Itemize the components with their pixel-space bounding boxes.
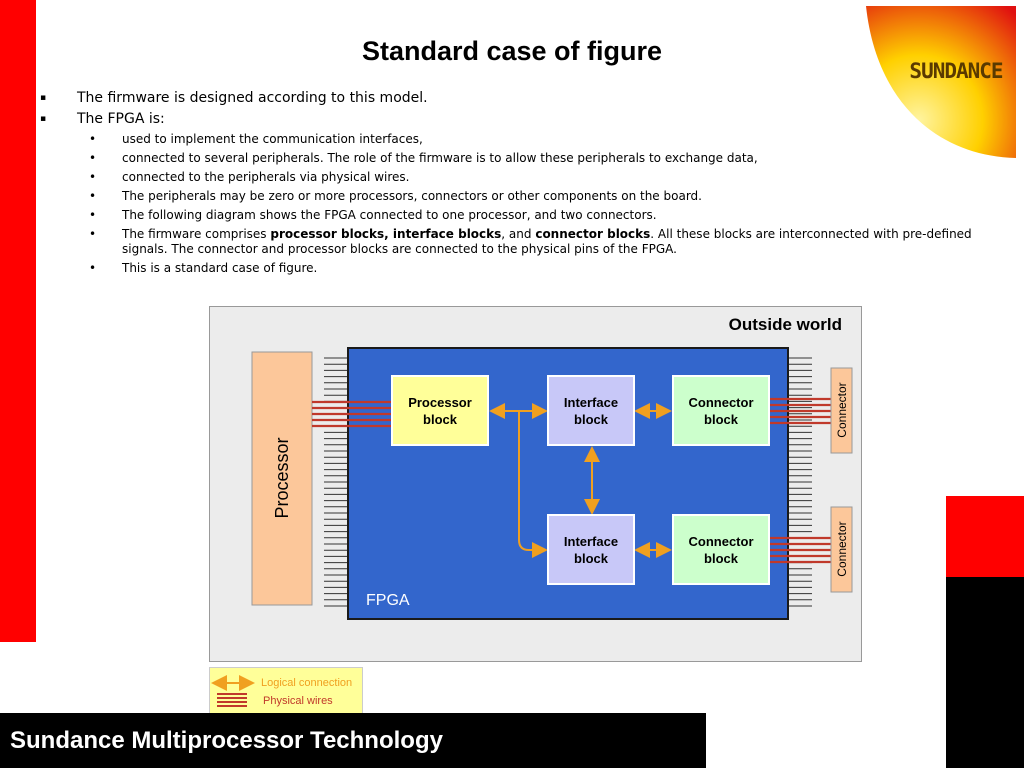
fpga-diagram: Outside world Processor FPGA Connector C… [209, 306, 862, 662]
fpga-label: FPGA [366, 592, 410, 609]
sub-bullet-item: •connected to several peripherals. The r… [89, 151, 758, 165]
processor-block [391, 375, 489, 446]
fpga-pins-left [324, 357, 348, 607]
legend-physical-label: Physical wires [263, 695, 333, 707]
svg-text:Processor: Processor [408, 395, 472, 410]
right-red-block [946, 496, 1024, 577]
right-black-block [946, 577, 1024, 768]
footer-text: Sundance Multiprocessor Technology [10, 726, 443, 754]
sub-bullet-item: •This is a standard case of figure. [89, 261, 318, 275]
legend-physical-swatch [217, 693, 247, 707]
svg-text:Interface: Interface [564, 395, 618, 410]
bullet-item: ▪The firmware is designed according to t… [40, 90, 428, 106]
outside-world-label: Outside world [729, 315, 842, 334]
connector-top-label: Connector [835, 382, 849, 437]
sub-bullet-item: •The firmware comprises processor blocks… [89, 227, 972, 256]
svg-text:Connector: Connector [689, 534, 754, 549]
slide-title: Standard case of figure [361, 36, 663, 66]
physical-wires [312, 397, 831, 564]
connector-bottom-label: Connector [835, 521, 849, 576]
interface-block-top [547, 375, 635, 446]
connector-bottom [830, 506, 853, 593]
processor-chip [251, 351, 313, 606]
sub-bullet-item: •used to implement the communication int… [89, 132, 423, 146]
sundance-logo: SUNDANCE [866, 6, 1016, 158]
interface-block-bottom [547, 514, 635, 585]
connector-block-bottom [672, 514, 770, 585]
connector-block-top [672, 375, 770, 446]
svg-text:block: block [574, 551, 609, 566]
svg-text:block: block [704, 412, 739, 427]
legend-logical-label: Logical connection [261, 677, 352, 689]
sub-bullet-item: •The following diagram shows the FPGA co… [89, 208, 657, 222]
fpga-pins-right [788, 357, 812, 607]
svg-text:Connector: Connector [689, 395, 754, 410]
logo-text: SUNDANCE [909, 59, 1003, 83]
sub-bullet-item: •connected to the peripherals via physic… [89, 170, 410, 184]
left-red-bar [0, 0, 36, 642]
logical-connections [489, 403, 672, 558]
legend: Logical connection Physical wires [209, 667, 363, 716]
connector-top [830, 367, 853, 454]
svg-text:block: block [574, 412, 609, 427]
bullet-item: ▪The FPGA is: [40, 111, 165, 127]
bullet-list: ▪The firmware is designed according to t… [40, 88, 990, 280]
svg-text:Interface: Interface [564, 534, 618, 549]
footer-bar: Sundance Multiprocessor Technology [0, 713, 706, 768]
sub-bullet-item: •The peripherals may be zero or more pro… [89, 189, 702, 203]
svg-text:block: block [423, 412, 458, 427]
svg-text:block: block [704, 551, 739, 566]
processor-label: Processor [272, 437, 292, 518]
